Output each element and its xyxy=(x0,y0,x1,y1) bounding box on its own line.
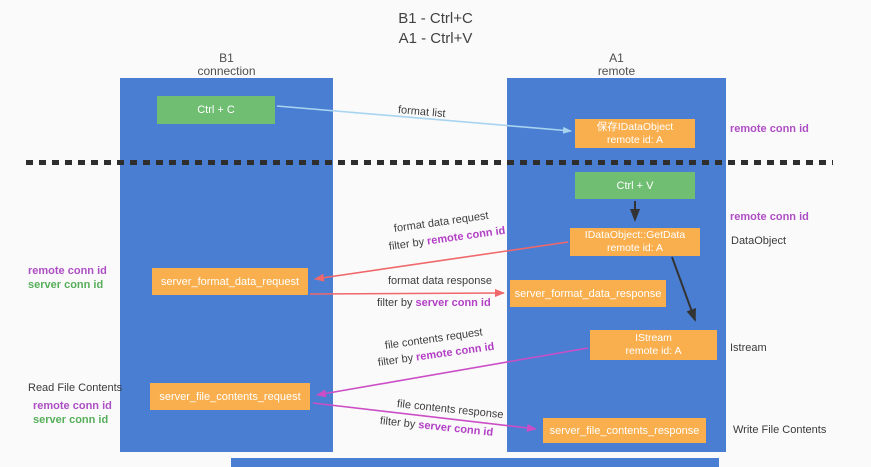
node-server-format-data-request: server_format_data_request xyxy=(152,268,308,295)
annotation-remote-conn-id-left2: remote conn id xyxy=(33,400,112,412)
label-format-data-response: format data response xyxy=(388,275,492,287)
node-istream-line2: remote id: A xyxy=(625,345,682,357)
page-title: B1 - Ctrl+C A1 - Ctrl+V xyxy=(0,9,871,49)
label-server-conn-id: server conn id xyxy=(415,297,491,309)
lane-a1-subtitle: remote xyxy=(597,64,636,78)
node-idataobject-getdata: IDataObject::GetData remote id: A xyxy=(570,228,700,256)
annotation-dataobject: DataObject xyxy=(731,235,787,247)
annotation-conn-ids-file: remote conn id server conn id xyxy=(33,399,112,427)
title-line-1: B1 - Ctrl+C xyxy=(398,10,473,27)
node-server-format-data-response: server_format_data_response xyxy=(510,280,666,307)
node-server-format-data-response-label: server_format_data_response xyxy=(514,287,662,300)
lane-a1-name: A1 xyxy=(609,51,624,65)
format-data-response-arrow xyxy=(309,289,505,298)
node-server-file-contents-request-label: server_file_contents_request xyxy=(159,390,301,403)
node-ctrl-v: Ctrl + V xyxy=(575,172,695,199)
node-ctrl-c: Ctrl + C xyxy=(157,96,275,124)
node-ctrl-v-label: Ctrl + V xyxy=(616,179,654,192)
annotation-remote-conn-id-left: remote conn id xyxy=(28,265,107,277)
label-filter-by-text: filter by xyxy=(388,235,428,253)
node-istream-line1: IStream xyxy=(635,332,672,344)
node-istream: IStream remote id: A xyxy=(590,330,717,360)
node-save-idataobject-line1: 保存IDataObject xyxy=(596,120,674,133)
node-server-file-contents-response-label: server_file_contents_response xyxy=(549,424,700,437)
annotation-server-conn-id-left2: server conn id xyxy=(33,414,109,426)
node-idataobject-getdata-line1: IDataObject::GetData xyxy=(584,229,686,241)
node-ctrl-c-label: Ctrl + C xyxy=(197,104,235,116)
bottom-partial-shape xyxy=(231,458,719,467)
node-server-file-contents-request: server_file_contents_request xyxy=(150,383,310,410)
annotation-remote-conn-id-top: remote conn id xyxy=(730,123,809,135)
lane-header-b1: B1 connection xyxy=(120,52,333,78)
label-filter-by-text: filter by xyxy=(379,415,419,431)
annotation-remote-conn-id-mid: remote conn id xyxy=(730,211,809,223)
label-format-list: format list xyxy=(397,104,447,121)
title-line-2: A1 - Ctrl+V xyxy=(398,30,473,47)
lane-b1-subtitle: connection xyxy=(197,64,256,78)
label-filter-server-1: filter by server conn id xyxy=(377,297,491,309)
node-server-file-contents-response: server_file_contents_response xyxy=(543,418,706,443)
node-idataobject-getdata-line2: remote id: A xyxy=(606,242,664,254)
annotation-istream: Istream xyxy=(730,342,767,354)
lane-header-a1: A1 remote xyxy=(507,52,726,78)
label-server-conn-id: server conn id xyxy=(417,419,494,439)
label-filter-server-2: filter by server conn id xyxy=(379,415,493,439)
lane-b1-name: B1 xyxy=(219,51,234,65)
node-save-idataobject-line2: remote id: A xyxy=(606,133,664,146)
label-filter-by-text: filter by xyxy=(377,351,417,369)
annotation-read-file-contents: Read File Contents xyxy=(28,382,123,394)
dashed-divider xyxy=(26,160,833,165)
node-save-idataobject: 保存IDataObject remote id: A xyxy=(575,119,695,148)
annotation-conn-ids-format: remote conn id server conn id xyxy=(28,264,107,292)
label-filter-by-text: filter by xyxy=(377,297,416,309)
annotation-server-conn-id-left: server conn id xyxy=(28,279,104,291)
annotation-write-file-contents: Write File Contents xyxy=(733,424,827,436)
node-server-format-data-request-label: server_format_data_request xyxy=(160,275,300,288)
